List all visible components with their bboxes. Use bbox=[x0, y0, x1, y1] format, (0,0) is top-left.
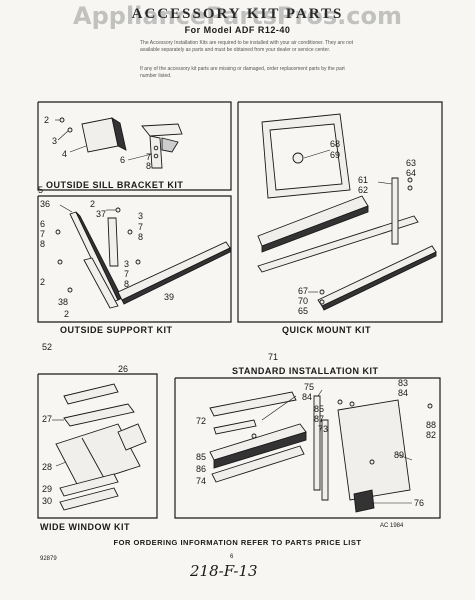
watermark: AppliancePartsPros.com bbox=[73, 2, 402, 30]
wide-strip-1 bbox=[59, 473, 119, 497]
wide-angle bbox=[63, 403, 135, 427]
support-strap bbox=[107, 217, 119, 267]
std-panel bbox=[337, 399, 411, 501]
callout-standard-85: 85 bbox=[314, 404, 324, 414]
callout-sill-4: 4 bbox=[62, 149, 67, 159]
callout-standard-83: 83 bbox=[398, 378, 408, 388]
wide-panel bbox=[55, 423, 141, 487]
callout-support-52: 52 bbox=[42, 342, 52, 352]
callout-support-8: 8 bbox=[124, 279, 129, 289]
kit-label-wide-window: WIDE WINDOW KIT bbox=[40, 522, 130, 532]
callout-support-2: 2 bbox=[90, 199, 95, 209]
callout-standard-89: 89 bbox=[394, 450, 404, 460]
callout-wide-26: 26 bbox=[118, 364, 128, 374]
intro-note: The Accessory Installation Kits are requ… bbox=[140, 40, 354, 53]
callout-support-2: 2 bbox=[40, 277, 45, 287]
sill-bracket bbox=[141, 123, 183, 137]
callout-sill-3: 3 bbox=[52, 136, 57, 146]
callout-quick-70: 70 bbox=[298, 296, 308, 306]
frame-quick bbox=[237, 101, 443, 323]
callout-wide-27: 27 bbox=[42, 414, 52, 424]
callout-standard-88: 88 bbox=[426, 420, 436, 430]
callout-support-36: 36 bbox=[40, 199, 50, 209]
sill-cover bbox=[81, 117, 119, 153]
wide-strip-2 bbox=[59, 487, 119, 511]
std-bar bbox=[353, 489, 375, 513]
callout-quick-62: 62 bbox=[358, 185, 368, 195]
callout-support-2: 2 bbox=[64, 309, 69, 319]
frame-sill bbox=[37, 101, 232, 191]
callout-wide-28: 28 bbox=[42, 462, 52, 472]
callout-standard-76: 76 bbox=[414, 498, 424, 508]
callout-standard-74: 74 bbox=[196, 476, 206, 486]
callout-support-7: 7 bbox=[124, 269, 129, 279]
callout-standard-84: 84 bbox=[302, 392, 312, 402]
page-code: 92879 bbox=[40, 556, 57, 562]
callout-sill-2: 2 bbox=[44, 115, 49, 125]
drawing-code: AC 1984 bbox=[380, 523, 404, 529]
callout-support-39: 39 bbox=[164, 292, 174, 302]
callout-standard-82: 82 bbox=[426, 430, 436, 440]
callout-standard-86: 86 bbox=[196, 464, 206, 474]
callout-sill-8: 8 bbox=[146, 161, 151, 171]
callout-sill-6: 6 bbox=[120, 155, 125, 165]
callout-support-3: 3 bbox=[138, 211, 143, 221]
callout-support-7: 7 bbox=[40, 229, 45, 239]
callout-quick-61: 61 bbox=[358, 175, 368, 185]
page-number: 6 bbox=[230, 554, 234, 560]
std-strip-1 bbox=[213, 419, 257, 435]
callout-quick-63: 63 bbox=[406, 158, 416, 168]
std-post-2 bbox=[321, 419, 329, 501]
callout-support-3: 3 bbox=[124, 259, 129, 269]
quick-channel-bottom bbox=[257, 215, 419, 273]
callout-support-6: 6 bbox=[40, 219, 45, 229]
kit-label-outside-support: OUTSIDE SUPPORT KIT bbox=[60, 325, 173, 335]
kit-label-outside-sill: OUTSIDE SILL BRACKET KIT bbox=[46, 180, 184, 190]
ordering-footer: FOR ORDERING INFORMATION REFER TO PARTS … bbox=[113, 538, 362, 547]
callout-standard-72: 72 bbox=[196, 416, 206, 426]
std-sill-top bbox=[209, 391, 297, 417]
std-filler bbox=[211, 445, 305, 483]
quick-slat bbox=[391, 177, 399, 245]
callout-standard-73: 73 bbox=[318, 424, 328, 434]
callout-quick-67: 67 bbox=[298, 286, 308, 296]
callout-quick-64: 64 bbox=[406, 168, 416, 178]
callout-wide-29: 29 bbox=[42, 484, 52, 494]
callout-support-37: 37 bbox=[96, 209, 106, 219]
frame-wide bbox=[37, 373, 158, 519]
wide-filler-top bbox=[63, 383, 119, 405]
callout-standard-84: 84 bbox=[398, 388, 408, 398]
kit-label-quick-mount: QUICK MOUNT KIT bbox=[282, 325, 371, 335]
order-note: If any of the accessory kit parts are mi… bbox=[140, 66, 345, 79]
page-title: ACCESSORY KIT PARTS bbox=[131, 6, 344, 22]
callout-quick-65: 65 bbox=[298, 306, 308, 316]
callout-sill-7: 7 bbox=[146, 152, 151, 162]
kit-label-standard-installation: STANDARD INSTALLATION KIT bbox=[232, 366, 379, 376]
callout-support-7: 7 bbox=[138, 222, 143, 232]
callout-support-38: 38 bbox=[58, 297, 68, 307]
callout-quick-69: 69 bbox=[330, 150, 340, 160]
callout-wide-30: 30 bbox=[42, 496, 52, 506]
callout-standard-87: 87 bbox=[314, 414, 324, 424]
callout-sill-5: 5 bbox=[38, 185, 43, 195]
callout-standard-85: 85 bbox=[196, 452, 206, 462]
model-subtitle: For Model ADF R12-40 bbox=[184, 25, 291, 35]
frame-standard bbox=[174, 377, 441, 519]
support-leg bbox=[83, 257, 119, 309]
callout-support-8: 8 bbox=[138, 232, 143, 242]
callout-standard-71: 71 bbox=[268, 352, 278, 362]
frame-support bbox=[37, 195, 232, 323]
callout-quick-68: 68 bbox=[330, 139, 340, 149]
callout-support-8: 8 bbox=[40, 239, 45, 249]
wide-block bbox=[117, 423, 147, 451]
quick-rail bbox=[317, 245, 437, 307]
callout-standard-75: 75 bbox=[304, 382, 314, 392]
handwritten-annotation: 218-F-13 bbox=[190, 562, 258, 580]
